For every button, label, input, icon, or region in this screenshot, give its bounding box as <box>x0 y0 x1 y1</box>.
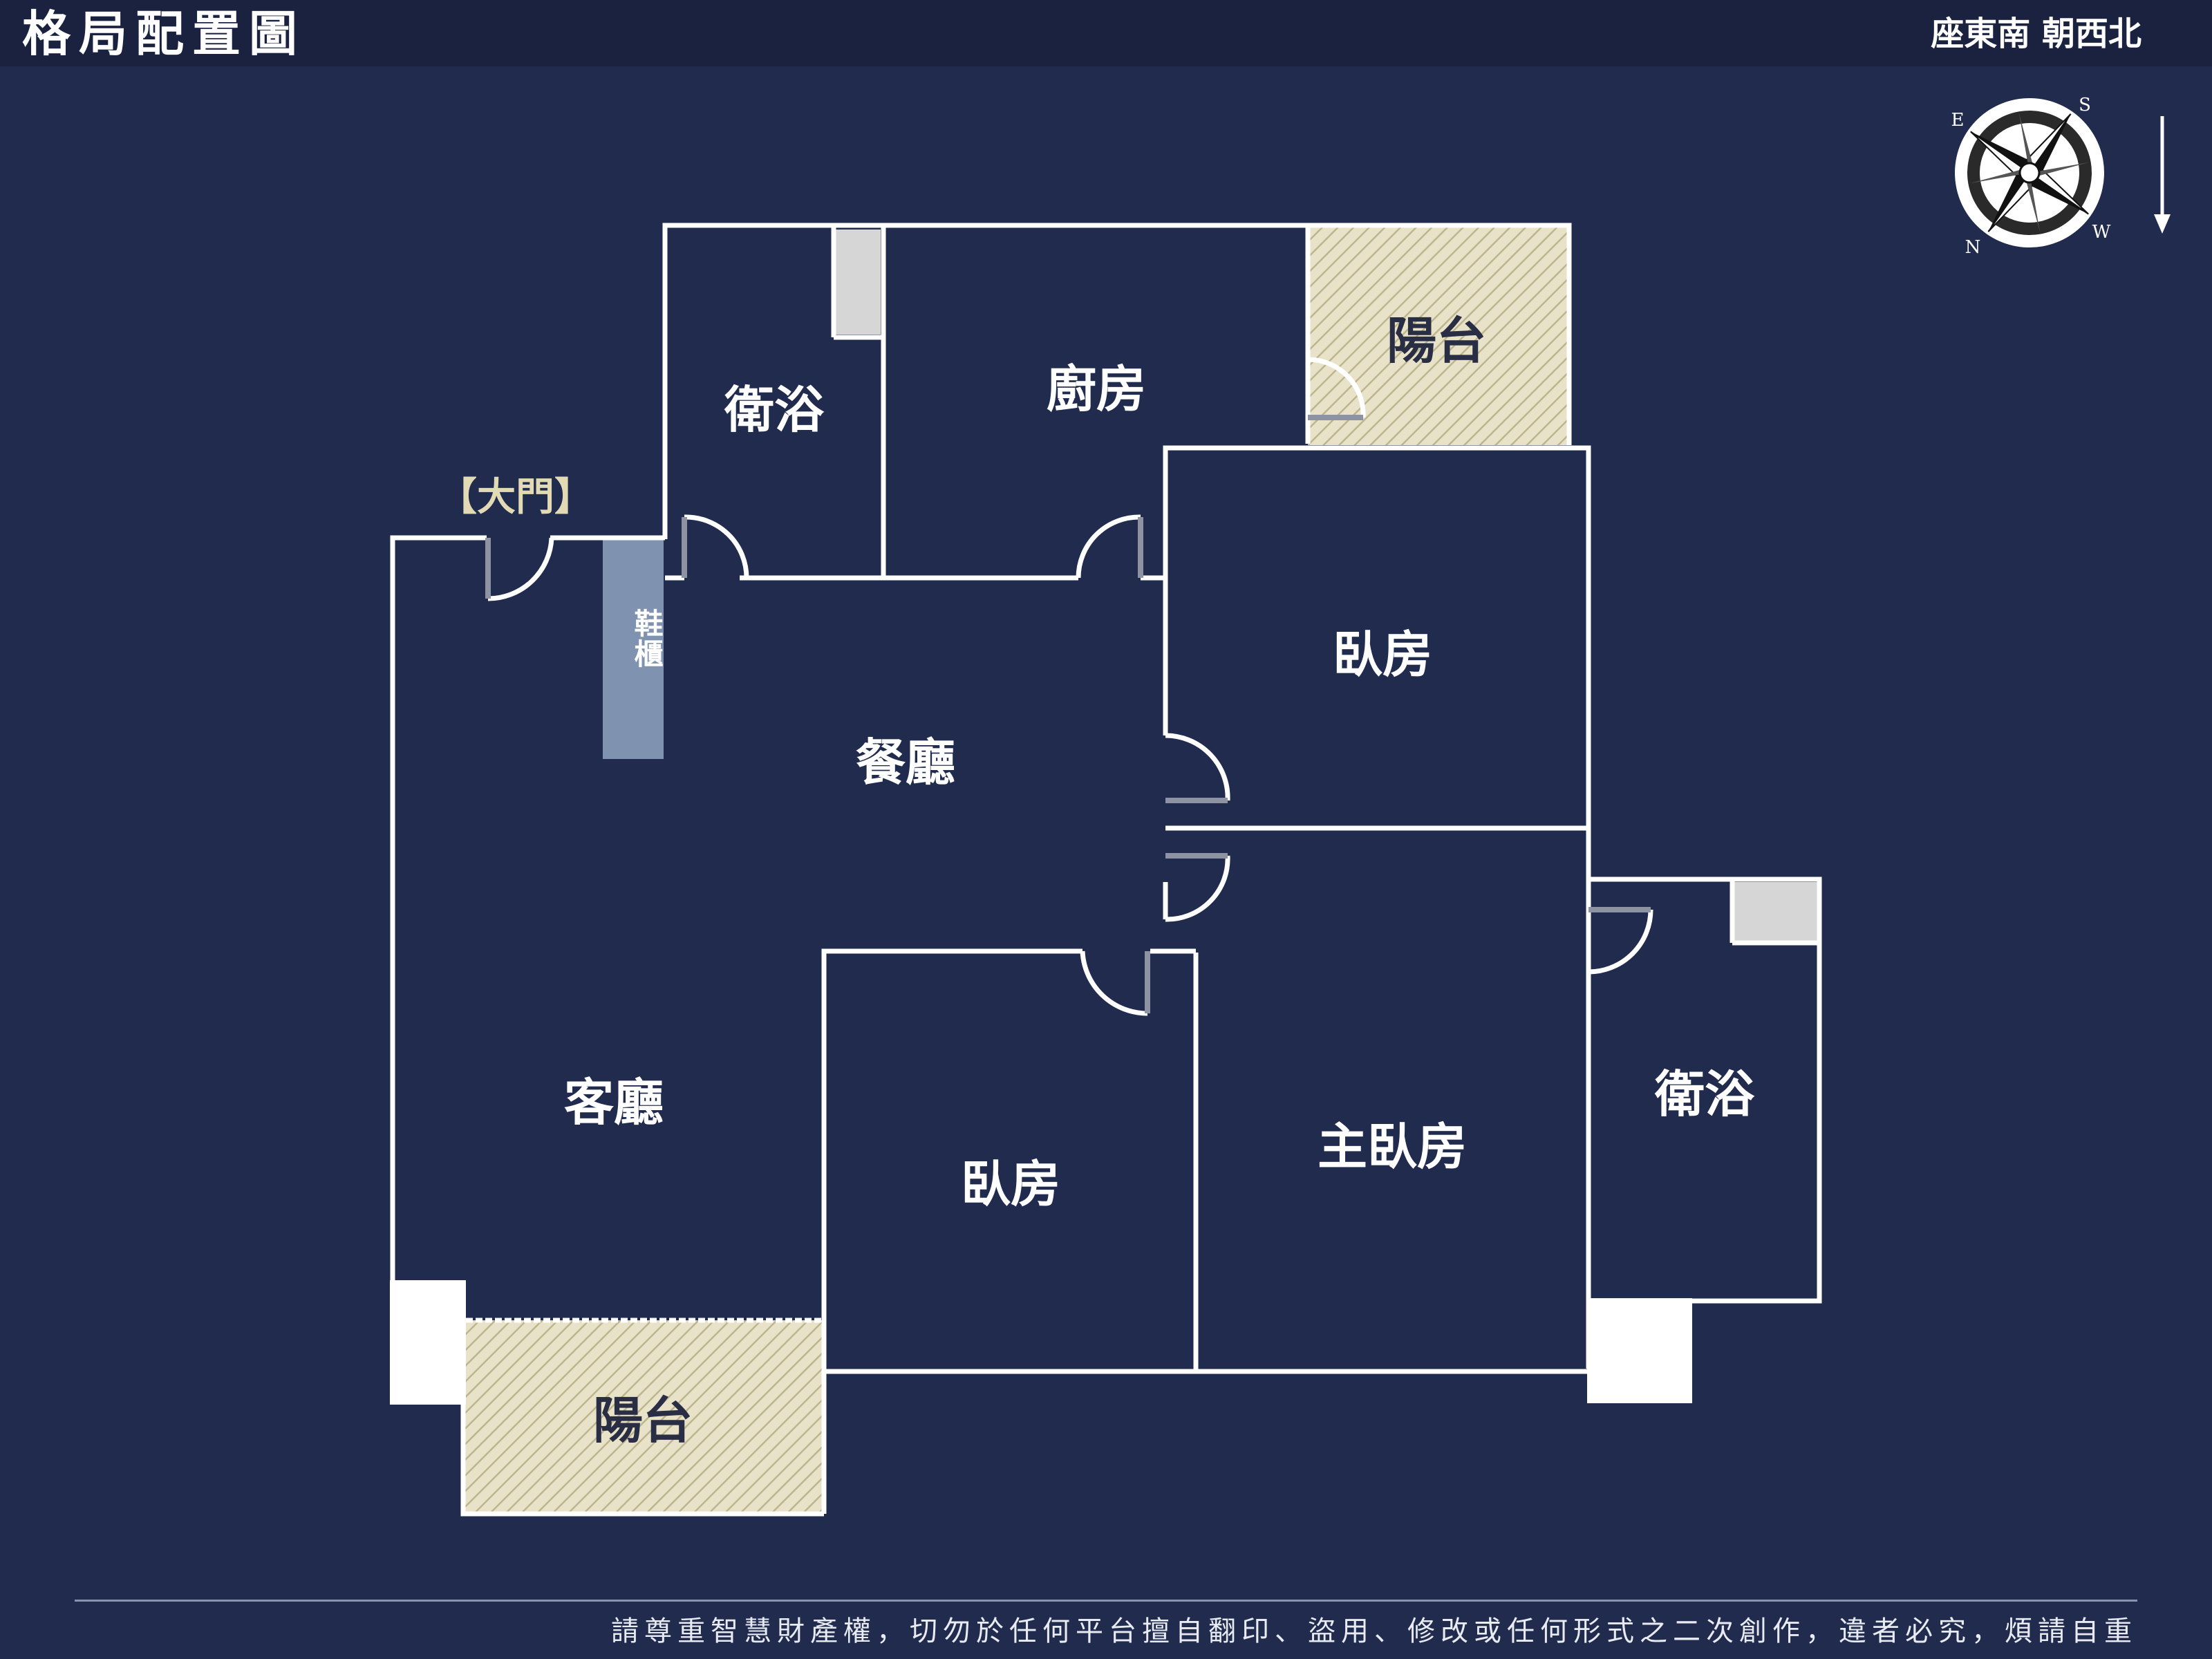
label-bedroom-upper: 臥房 <box>1333 626 1432 684</box>
label-balcony-bottom: 陽台 <box>593 1391 693 1450</box>
label-bedroom-lower: 臥房 <box>961 1155 1060 1213</box>
compass-letter-s: S <box>2079 95 2091 115</box>
column-block <box>1587 1298 1692 1403</box>
door-leaves <box>485 415 1651 1013</box>
label-shoe-cabinet: 鞋櫃 <box>603 608 664 669</box>
compass-letter-n: N <box>1965 237 1981 258</box>
balcony-bottom <box>463 1320 824 1514</box>
footer-notice: 請尊重智慧財產權，切勿於任何平台擅自翻印、盜用、修改或任何形式之二次創作，違者必… <box>611 1615 2137 1647</box>
label-kitchen: 廚房 <box>1047 360 1146 418</box>
label-main-door: 【大門】 <box>438 475 593 520</box>
label-bath-right: 衛浴 <box>1654 1065 1755 1123</box>
compass-letter-e: E <box>1951 110 1965 131</box>
compass-rose-icon <box>1955 98 2104 247</box>
orientation-label: 座東南 朝西北 <box>1931 15 2141 53</box>
bath-fixture <box>834 229 881 335</box>
compass-letter-w: W <box>2092 222 2111 243</box>
column-block <box>390 1280 466 1405</box>
down-arrow-icon <box>2154 116 2171 234</box>
shoe-cabinet-text: 鞋櫃 <box>630 608 664 669</box>
balcony-top <box>1308 227 1569 445</box>
footer-divider <box>75 1600 2137 1602</box>
label-balcony-top: 陽台 <box>1387 312 1486 370</box>
page-title: 格局配置圖 <box>22 6 306 62</box>
shoe-cabinet <box>603 536 664 759</box>
label-master-bedroom: 主臥房 <box>1318 1118 1467 1176</box>
walls <box>390 223 1822 1517</box>
header-bar: 格局配置圖 座東南 朝西北 <box>0 0 2212 66</box>
label-dining: 餐廳 <box>856 733 955 791</box>
bath-fixture <box>1732 882 1818 943</box>
label-living: 客廳 <box>564 1074 664 1132</box>
door-swings <box>487 357 1653 1016</box>
compass-letters: S W N E <box>1951 95 2111 258</box>
label-bath-top: 衛浴 <box>724 381 825 439</box>
